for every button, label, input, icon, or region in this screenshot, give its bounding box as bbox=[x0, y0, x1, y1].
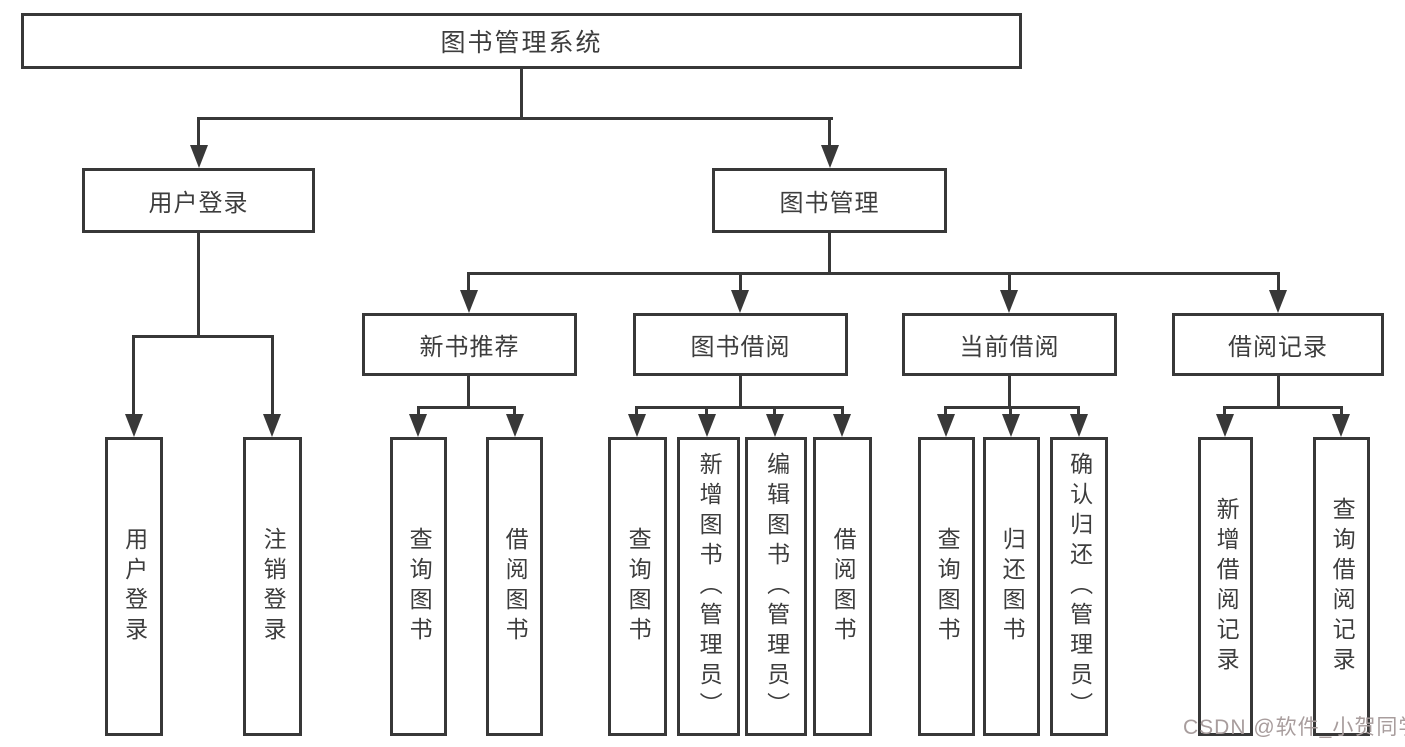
connector-line bbox=[132, 335, 274, 338]
connector-line bbox=[1340, 406, 1343, 420]
connector-line bbox=[132, 335, 135, 417]
node-label: 图书管理系统 bbox=[440, 29, 603, 57]
arrow-down-icon bbox=[460, 290, 478, 313]
connector-line bbox=[841, 406, 844, 420]
node-book-management: 图书管理 bbox=[712, 168, 947, 233]
connector-line bbox=[271, 335, 274, 417]
arrow-down-icon bbox=[1332, 414, 1350, 437]
leaf-borrow-book: 借阅图书 bbox=[813, 437, 872, 736]
node-label: 新书推荐 bbox=[419, 334, 520, 361]
leaf-recommend-borrow-book: 借阅图书 bbox=[486, 437, 543, 736]
leaf-recommend-query-book: 查询图书 bbox=[390, 437, 447, 736]
leaf-edit-book-admin: 编辑图书（管理员） bbox=[745, 437, 807, 736]
connector-line bbox=[467, 375, 470, 408]
connector-line bbox=[739, 272, 742, 298]
node-label: 查询图书 bbox=[934, 526, 961, 647]
node-label: 归还图书 bbox=[999, 526, 1026, 647]
node-label: 图书借阅 bbox=[690, 334, 791, 361]
leaf-return-book: 归还图书 bbox=[983, 437, 1040, 736]
connector-line bbox=[513, 406, 516, 420]
connector-line bbox=[739, 375, 742, 408]
connector-line bbox=[1277, 375, 1280, 408]
leaf-add-book-admin: 新增图书（管理员） bbox=[677, 437, 740, 736]
connector-line bbox=[520, 67, 523, 119]
node-label: 借阅图书 bbox=[502, 526, 529, 647]
node-user-login: 用户登录 bbox=[82, 168, 315, 233]
connector-line bbox=[773, 406, 776, 420]
connector-line bbox=[467, 272, 470, 298]
leaf-current-query-book: 查询图书 bbox=[918, 437, 975, 736]
connector-line bbox=[197, 231, 200, 337]
leaf-query-borrow-record: 查询借阅记录 bbox=[1313, 437, 1370, 736]
leaf-logout: 注销登录 bbox=[243, 437, 302, 736]
arrow-down-icon bbox=[125, 414, 143, 437]
node-label: 用户登录 bbox=[148, 190, 249, 217]
arrow-down-icon bbox=[506, 414, 524, 437]
arrow-down-icon bbox=[263, 414, 281, 437]
arrow-down-icon bbox=[1070, 414, 1088, 437]
node-label: 当前借阅 bbox=[959, 334, 1060, 361]
connector-line bbox=[467, 272, 1280, 275]
connector-line bbox=[1077, 406, 1080, 420]
arrow-down-icon bbox=[1002, 414, 1020, 437]
connector-line bbox=[705, 406, 708, 420]
arrow-down-icon bbox=[821, 145, 839, 168]
connector-line bbox=[828, 117, 831, 147]
node-new-book-recommend: 新书推荐 bbox=[362, 313, 577, 376]
node-borrow-record: 借阅记录 bbox=[1172, 313, 1384, 376]
node-label: 新增图书（管理员） bbox=[696, 451, 723, 722]
arrow-down-icon bbox=[731, 290, 749, 313]
arrow-down-icon bbox=[937, 414, 955, 437]
node-label: 确认归还（管理员） bbox=[1066, 451, 1093, 722]
connector-line bbox=[197, 117, 833, 120]
connector-line bbox=[1223, 406, 1226, 420]
node-label: 注销登录 bbox=[260, 526, 287, 647]
arrow-down-icon bbox=[698, 414, 716, 437]
connector-line bbox=[1008, 272, 1011, 298]
watermark: CSDN @软件_小贺同学 bbox=[1183, 716, 1405, 739]
connector-line bbox=[635, 406, 844, 409]
node-label: 新增借阅记录 bbox=[1213, 496, 1240, 677]
connector-line bbox=[944, 406, 947, 420]
node-label: 编辑图书（管理员） bbox=[763, 451, 790, 722]
node-label: 查询借阅记录 bbox=[1329, 496, 1356, 677]
connector-line bbox=[1008, 375, 1011, 408]
arrow-down-icon bbox=[833, 414, 851, 437]
node-label: 查询图书 bbox=[625, 526, 652, 647]
connector-line bbox=[828, 231, 831, 274]
leaf-user-login: 用户登录 bbox=[105, 437, 163, 736]
arrow-down-icon bbox=[190, 145, 208, 168]
connector-line bbox=[1277, 272, 1280, 298]
connector-line bbox=[1009, 406, 1012, 420]
node-label: 查询图书 bbox=[406, 526, 433, 647]
leaf-borrow-query-book: 查询图书 bbox=[608, 437, 667, 736]
connector-line bbox=[417, 406, 516, 409]
arrow-down-icon bbox=[1216, 414, 1234, 437]
arrow-down-icon bbox=[409, 414, 427, 437]
connector-line bbox=[944, 406, 1080, 409]
arrow-down-icon bbox=[1000, 290, 1018, 313]
node-book-borrow: 图书借阅 bbox=[633, 313, 848, 376]
leaf-confirm-return-admin: 确认归还（管理员） bbox=[1050, 437, 1108, 736]
arrow-down-icon bbox=[1269, 290, 1287, 313]
connector-line bbox=[1223, 406, 1343, 409]
node-label: 借阅图书 bbox=[830, 526, 857, 647]
connector-line bbox=[417, 406, 420, 420]
node-label: 用户登录 bbox=[121, 526, 148, 647]
arrow-down-icon bbox=[628, 414, 646, 437]
node-label: 借阅记录 bbox=[1228, 334, 1328, 361]
leaf-add-borrow-record: 新增借阅记录 bbox=[1198, 437, 1253, 736]
node-root-system: 图书管理系统 bbox=[21, 13, 1022, 69]
arrow-down-icon bbox=[766, 414, 784, 437]
connector-line bbox=[197, 117, 200, 147]
node-label: 图书管理 bbox=[779, 190, 880, 217]
connector-line bbox=[635, 406, 638, 420]
node-current-borrow: 当前借阅 bbox=[902, 313, 1117, 376]
